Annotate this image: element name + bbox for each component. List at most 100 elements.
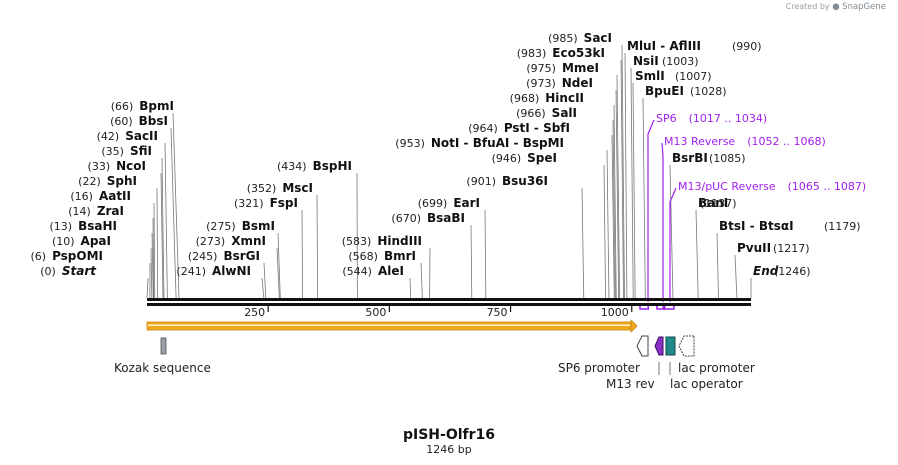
site-name-ncoi[interactable]: NcoI xyxy=(116,159,146,173)
site-name-bsphi[interactable]: BspHI xyxy=(313,159,352,173)
site-pos-ndei: (973) xyxy=(526,77,556,90)
primer-name-sp6[interactable]: SP6 xyxy=(656,112,677,125)
primer-bracket-m13-reverse[interactable] xyxy=(656,306,666,310)
site-pos-aatii: (16) xyxy=(70,190,93,203)
primer-line-m13-puc-reverse xyxy=(669,187,677,302)
site-name-saci[interactable]: SacI xyxy=(584,31,612,45)
credit-prefix: Created by xyxy=(785,2,830,11)
site-name-btsi-bts-i[interactable]: BtsI - BtsαI xyxy=(719,219,794,233)
site-name-mmei[interactable]: MmeI xyxy=(562,61,599,75)
site-line-bani xyxy=(695,209,699,299)
site-name-smli[interactable]: SmlI xyxy=(635,69,665,83)
site-pos-sacii: (42) xyxy=(97,130,120,143)
tick-label-750: 750 xyxy=(487,306,508,319)
site-pos-spei: (946) xyxy=(492,152,522,165)
site-name-msci[interactable]: MscI xyxy=(282,181,313,195)
site-name-eari[interactable]: EarI xyxy=(453,196,480,210)
site-name-nsii[interactable]: NsiI xyxy=(633,54,659,68)
primer-name-m13-reverse[interactable]: M13 Reverse xyxy=(664,135,735,148)
site-name-sfii[interactable]: SfiI xyxy=(130,144,152,158)
primers: SP6(1017 .. 1034)M13 Reverse(1052 .. 106… xyxy=(639,112,866,310)
site-pos-bsrgi: (245) xyxy=(188,250,218,263)
site-line-eari xyxy=(484,209,487,299)
site-name-bsrgi[interactable]: BsrGI xyxy=(223,249,260,263)
site-line-aatii xyxy=(153,202,156,299)
site-name-aatii[interactable]: AatII xyxy=(99,189,131,203)
site-name-bpuei[interactable]: BpuEI xyxy=(645,84,684,98)
site-name-alei[interactable]: AleI xyxy=(378,264,404,278)
site-name-sphi[interactable]: SphI xyxy=(107,174,137,188)
site-name-bsabi[interactable]: BsaBI xyxy=(427,211,465,225)
site-name-bpmi[interactable]: BpmI xyxy=(139,99,174,113)
site-name-hincii[interactable]: HincII xyxy=(545,91,584,105)
site-pos-nsii: (1003) xyxy=(662,55,699,68)
site-line-mmei xyxy=(616,74,621,299)
site-name-bsmi[interactable]: BsmI xyxy=(242,219,275,233)
site-pos-apai: (10) xyxy=(52,235,75,248)
primer-name-m13-puc-reverse[interactable]: M13/pUC Reverse xyxy=(678,180,776,193)
kozak-sequence-feature[interactable] xyxy=(160,337,167,355)
site-pos-sfii: (35) xyxy=(101,145,124,158)
site-name-sali[interactable]: SalI xyxy=(552,106,577,120)
site-line-noti-bfuai-bspmi xyxy=(606,149,610,299)
site-name-ndei[interactable]: NdeI xyxy=(562,76,593,90)
site-name-sacii[interactable]: SacII xyxy=(125,129,158,143)
m13-rev-feature[interactable] xyxy=(654,336,664,356)
site-pos-mmei: (975) xyxy=(526,62,556,75)
site-name-spei[interactable]: SpeI xyxy=(527,151,557,165)
site-name-zrai[interactable]: ZraI xyxy=(97,204,124,218)
feature-label-sp6-promoter: SP6 promoter xyxy=(558,361,640,375)
site-name-bani[interactable]: BanI xyxy=(698,196,728,210)
primer-bracket-m13-puc-reverse[interactable] xyxy=(662,306,675,310)
site-name-eco53ki[interactable]: Eco53kI xyxy=(552,46,605,60)
tick-label-500: 500 xyxy=(365,306,386,319)
site-line-bmri xyxy=(420,262,423,299)
site-line-psti-sbfi xyxy=(611,134,615,299)
site-pos-start: (0) xyxy=(40,265,56,278)
site-name-bsrbi[interactable]: BsrBI xyxy=(672,151,708,165)
site-name-psti-sbfi[interactable]: PstI - SbfI xyxy=(504,121,570,135)
site-line-xmni xyxy=(276,247,280,299)
site-pos-hindiii: (583) xyxy=(342,235,372,248)
site-line-bsrgi xyxy=(263,262,267,299)
site-line-pvuii xyxy=(734,254,738,299)
site-pos-bmri: (568) xyxy=(348,250,378,263)
lac-operator-feature[interactable] xyxy=(665,336,676,356)
primer-bracket-sp6[interactable] xyxy=(639,306,649,310)
orf-arrow xyxy=(146,319,638,333)
site-name-pspomi[interactable]: PspOMI xyxy=(52,249,103,263)
site-name-mlui-afliii[interactable]: MluI - AflIII xyxy=(627,39,701,53)
site-name-pvuii[interactable]: PvuII xyxy=(737,241,771,255)
tick-label-250: 250 xyxy=(244,306,265,319)
site-line-nsii xyxy=(630,67,634,299)
site-pos-btsi-bts-i: (1179) xyxy=(824,220,861,233)
site-name-xmni[interactable]: XmnI xyxy=(231,234,266,248)
sp6-promoter-feature[interactable] xyxy=(636,335,649,357)
site-pos-sali: (966) xyxy=(516,107,546,120)
site-line-sphi xyxy=(156,187,159,299)
site-pos-bsphi: (434) xyxy=(277,160,307,173)
site-name-apai[interactable]: ApaI xyxy=(81,234,111,248)
feature-label-lac-operator: lac operator xyxy=(670,377,743,391)
primer-line-m13-reverse xyxy=(661,142,664,302)
site-name-bsu36i[interactable]: Bsu36I xyxy=(502,174,548,188)
site-name-bsahi[interactable]: BsaHI xyxy=(78,219,117,233)
site-pos-bsu36i: (901) xyxy=(466,175,496,188)
site-lines xyxy=(146,44,752,299)
site-pos-bsahi: (13) xyxy=(50,220,73,233)
site-name-end[interactable]: End xyxy=(753,264,779,278)
site-name-start[interactable]: Start xyxy=(62,264,97,278)
site-name-bbsi[interactable]: BbsI xyxy=(139,114,168,128)
site-line-sacii xyxy=(164,142,168,299)
site-pos-bsabi: (670) xyxy=(391,212,421,225)
plasmid-name: pISH-Olfr16 xyxy=(403,427,495,443)
lac-promoter-feature[interactable] xyxy=(678,335,695,357)
site-name-hindiii[interactable]: HindIII xyxy=(377,234,422,248)
site-name-bmri[interactable]: BmrI xyxy=(384,249,416,263)
site-pos-bani: (1137) xyxy=(700,197,737,210)
site-name-fspi[interactable]: FspI xyxy=(270,196,298,210)
site-name-alwni[interactable]: AlwNI xyxy=(212,264,251,278)
site-name-noti-bfuai-bspmi[interactable]: NotI - BfuAI - BspMI xyxy=(431,136,564,150)
site-pos-mlui-afliii: (990) xyxy=(732,40,762,53)
site-line-bbsi xyxy=(170,127,177,299)
